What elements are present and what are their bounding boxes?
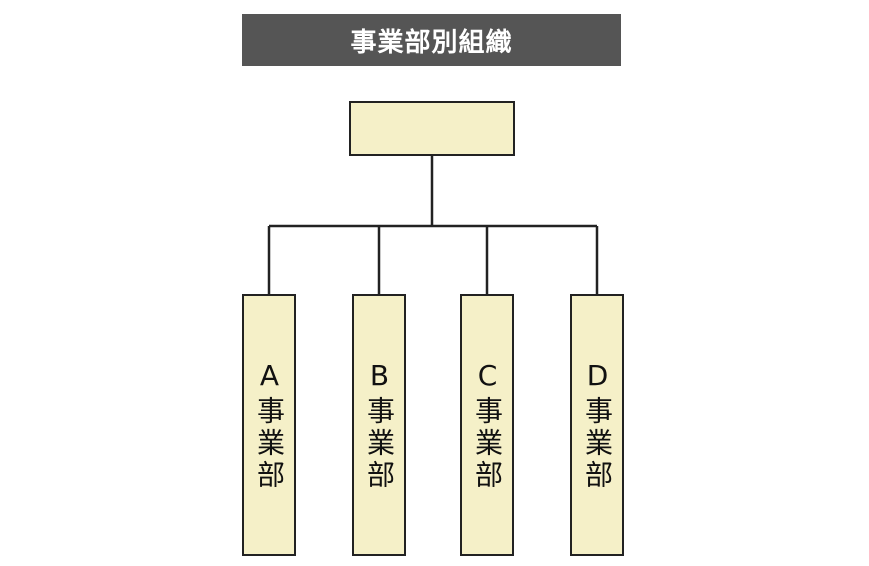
division-box-b: B事業部 (352, 294, 406, 556)
division-label-d: D事業部 (581, 358, 614, 492)
division-box-c: C事業部 (460, 294, 514, 556)
top-node-box (349, 101, 515, 156)
division-box-d: D事業部 (570, 294, 624, 556)
division-box-a: A事業部 (242, 294, 296, 556)
division-label-c: C事業部 (471, 358, 504, 492)
division-label-b: B事業部 (363, 358, 396, 492)
diagram-title: 事業部別組織 (242, 14, 621, 66)
division-label-a: A事業部 (253, 358, 286, 492)
